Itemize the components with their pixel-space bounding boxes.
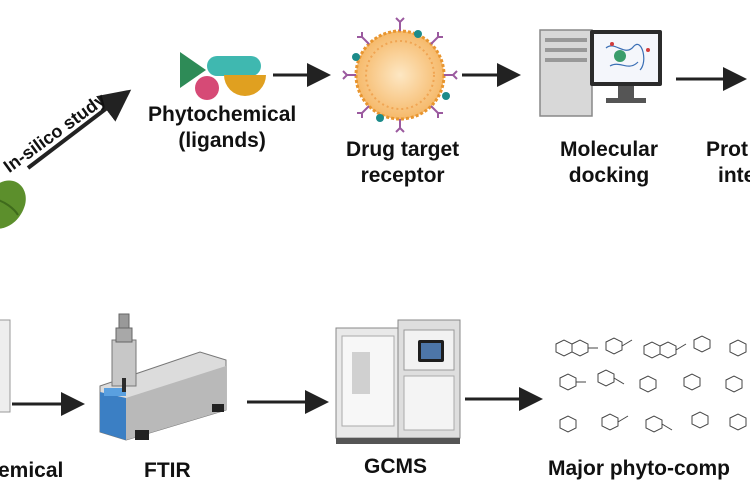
molecular-docking-label-line1: Molecular (560, 138, 659, 161)
extract-device-icon (0, 319, 11, 413)
gcms-label: GCMS (364, 455, 427, 478)
leaf-icon (0, 180, 26, 229)
ftir-instrument-icon (99, 313, 227, 441)
computer-icon (539, 29, 662, 117)
molecular-docking-label-line2: docking (568, 164, 650, 187)
phytochemical-label-line2: (ligands) (178, 129, 266, 152)
molecular-docking-label: Molecular docking (560, 137, 658, 189)
gcms-instrument-icon (335, 319, 461, 444)
ligand-shapes-icon (180, 52, 266, 100)
drug-target-label-line2: receptor (360, 164, 445, 187)
drug-target-receptor-label: Drug target receptor (346, 137, 459, 189)
major-phyto-compounds-label: Major phyto-comp (548, 457, 730, 480)
phytochemical-label-line1: Phytochemical (148, 103, 297, 126)
phytochemical-ligands-label: Phytochemical (ligands) (148, 102, 296, 154)
protein-interaction-label-line1: Prot (706, 138, 748, 161)
chemical-structures-image (555, 335, 747, 433)
protein-interaction-label-line2: inte (718, 164, 750, 187)
drug-target-label-line1: Drug target (346, 138, 460, 161)
protein-interaction-label: Prot inte (706, 137, 750, 189)
ftir-label: FTIR (144, 459, 191, 482)
phytochemical-bottom-label: emical (0, 459, 64, 482)
arrow-insilico (26, 89, 132, 170)
receptor-cell-icon (342, 17, 458, 133)
